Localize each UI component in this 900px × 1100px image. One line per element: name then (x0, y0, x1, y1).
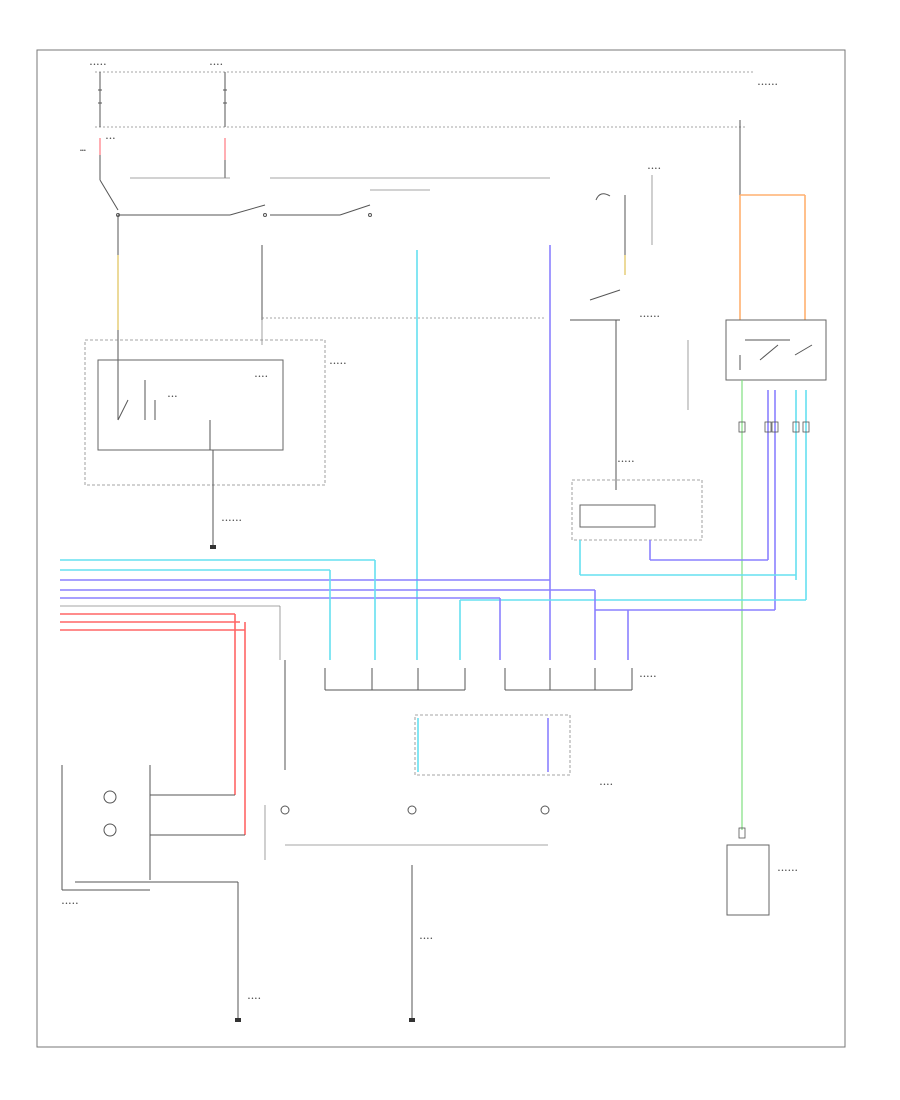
marker-3 (540, 805, 550, 815)
svg-text:• • • • •: • • • • • (62, 901, 78, 907)
svg-text:• • •: • • • (168, 394, 177, 400)
connector-row-left (324, 668, 466, 691)
svg-text:• • • • •: • • • • • (640, 674, 656, 680)
svg-text:• • •: • • • (106, 136, 115, 142)
svg-text:• • • •: • • • • (255, 374, 267, 380)
svg-text:• • • •: • • • • (420, 936, 432, 942)
bulb-right (103, 790, 235, 804)
fuse-top-left: • • • ••• (80, 72, 115, 180)
label-marks: • • • • • • • • • • • • • • • • • • • • … (62, 62, 797, 1002)
diagram-frame (36, 49, 846, 1048)
fuse-top-center (223, 72, 227, 178)
harness-bus (60, 559, 595, 631)
marker-2 (407, 805, 417, 815)
lower-center-box (414, 714, 571, 776)
svg-text:•••: ••• (80, 148, 86, 154)
switch-row (99, 179, 372, 217)
svg-text:• • • • • •: • • • • • • (222, 518, 241, 524)
connector-row-right (504, 668, 633, 691)
svg-text:• • • • •: • • • • • (618, 459, 634, 465)
bulb-box (61, 765, 151, 891)
ground-left (235, 1018, 241, 1022)
marker-1 (280, 805, 290, 815)
svg-text:• • • •: • • • • (210, 62, 222, 68)
relay-box-right (725, 319, 827, 381)
bulb-left (103, 823, 245, 837)
svg-text:• • • • • •: • • • • • • (778, 868, 797, 874)
relay-box-left: • • • • • • • • • • • • (84, 339, 346, 486)
svg-text:• • • •: • • • • (600, 782, 612, 788)
fuse-top-right (739, 120, 806, 320)
svg-text:• • • •: • • • • (248, 996, 260, 1002)
svg-text:• • • • • •: • • • • • • (758, 82, 777, 88)
svg-text:• • • •: • • • • (648, 166, 660, 172)
svg-text:• • • • •: • • • • • (330, 361, 346, 367)
ground-right-box (726, 827, 770, 916)
ground-top-left (210, 545, 216, 549)
combination-switch (570, 175, 703, 541)
svg-text:• • • • • •: • • • • • • (640, 314, 659, 320)
right-connector-marks (738, 421, 810, 433)
ground-center (409, 1018, 415, 1022)
svg-text:• • • • •: • • • • • (90, 62, 106, 68)
